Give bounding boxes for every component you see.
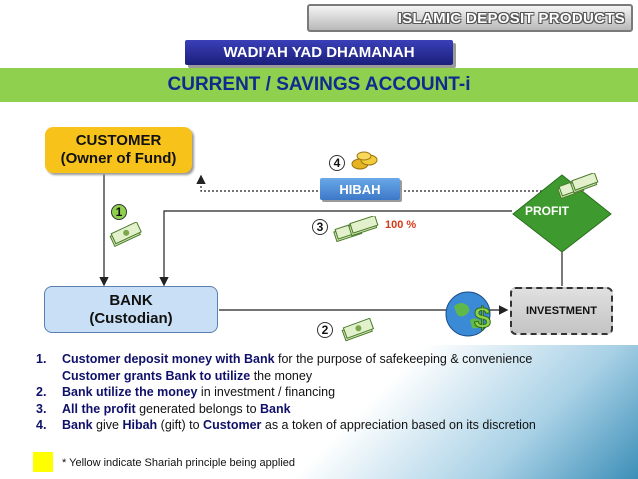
steps-list: 1.Customer deposit money with Bank for t… — [36, 351, 536, 434]
list-item: Customer grants Bank to utilize the mone… — [62, 368, 313, 383]
explanation-panel — [0, 345, 638, 479]
hibah-label-box: HIBAH — [320, 178, 400, 200]
customer-subtitle: (Owner of Fund) — [60, 150, 177, 167]
profit-label: PROFIT — [525, 204, 569, 218]
money-stack-icon — [557, 173, 599, 199]
investment-node: INVESTMENT — [510, 287, 613, 335]
gold-coins-icon — [351, 151, 378, 170]
globe-dollar-icon: $ — [445, 291, 492, 337]
legend-text: * Yellow indicate Shariah principle bein… — [62, 457, 295, 469]
hibah-label: HIBAH — [339, 181, 381, 197]
customer-title: CUSTOMER — [75, 132, 162, 149]
customer-node: CUSTOMER (Owner of Fund) — [45, 127, 192, 173]
money-stack-icon — [341, 318, 375, 342]
money-stack-icon — [109, 222, 142, 248]
step-number-4: 4 — [329, 155, 345, 171]
list-item: 2.Bank utilize the money in investment /… — [36, 385, 336, 399]
account-banner: CURRENT / SAVINGS ACCOUNT-i — [0, 68, 638, 102]
investment-label: INVESTMENT — [526, 305, 597, 317]
page-subtitle: WADI'AH YAD DHAMANAH — [223, 44, 415, 61]
subtitle-banner: WADI'AH YAD DHAMANAH — [185, 40, 453, 65]
legend-swatch — [33, 452, 53, 472]
money-stack-icon — [333, 216, 379, 242]
title-banner: ISLAMIC DEPOSIT PRODUCTS — [307, 4, 633, 32]
arrow-profit-bank — [159, 210, 512, 287]
step-number-2: 2 — [317, 322, 333, 338]
step-number-1: 1 — [111, 204, 127, 220]
page-title: ISLAMIC DEPOSIT PRODUCTS — [397, 9, 625, 27]
svg-text:$: $ — [474, 302, 491, 335]
account-title: CURRENT / SAVINGS ACCOUNT-i — [167, 74, 471, 95]
step-number-3: 3 — [312, 219, 328, 235]
list-item: 4.Bank give Hibah (gift) to Customer as … — [36, 418, 536, 432]
list-item: 3.All the profit generated belongs to Ba… — [36, 401, 291, 416]
profit-diamond — [512, 174, 612, 253]
bank-subtitle: (Custodian) — [89, 309, 173, 327]
profit-percent: 100 % — [385, 219, 417, 231]
bank-node: BANK (Custodian) — [44, 286, 218, 333]
bank-title: BANK — [109, 291, 153, 309]
list-item: 1.Customer deposit money with Bank for t… — [36, 352, 533, 366]
